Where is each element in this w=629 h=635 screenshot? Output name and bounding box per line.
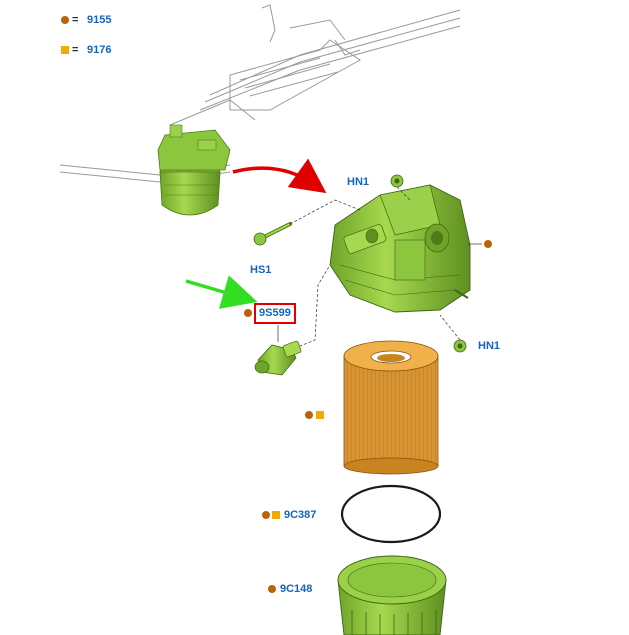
callout-hn1-bottom[interactable]: HN1 [478,340,501,352]
callout-square-filter-element [316,411,324,419]
filter-housing-icon [329,184,471,313]
filter-element-icon [343,340,439,475]
legend-square-marker [61,46,69,54]
legend-equals: = [72,14,79,26]
filter-assembly-overview [157,124,231,216]
bolt-hs1 [253,222,292,246]
callout-dot-filter-element [305,411,313,419]
nut-hn1-top [390,174,404,188]
callout-dot-housing [484,240,492,248]
leader-lines [289,186,461,351]
nut-hn1-bottom [453,339,467,353]
callout-9c148[interactable]: 9C148 [280,583,313,595]
o-ring-gasket [340,484,442,544]
legend-code-9176[interactable]: 9176 [87,44,112,56]
filter-bowl [337,555,447,635]
red-pointer-arrow [232,158,327,194]
green-pointer-arrow [185,275,258,309]
callout-dot-bowl [268,585,276,593]
legend-dot-marker [61,16,69,24]
fuel-water-sensor-icon [254,340,302,376]
callout-9c387[interactable]: 9C387 [284,509,317,521]
callout-9s599[interactable]: 9S599 [254,303,296,324]
legend-code-9155[interactable]: 9155 [87,14,112,26]
callout-hs1[interactable]: HS1 [250,264,272,276]
legend-equals: = [72,44,79,56]
callout-square-gasket [272,511,280,519]
callout-hn1-top[interactable]: HN1 [347,176,370,188]
callout-dot-sensor [244,309,252,317]
callout-dot-gasket [262,511,270,519]
fuel-lines-ghost [59,4,461,183]
